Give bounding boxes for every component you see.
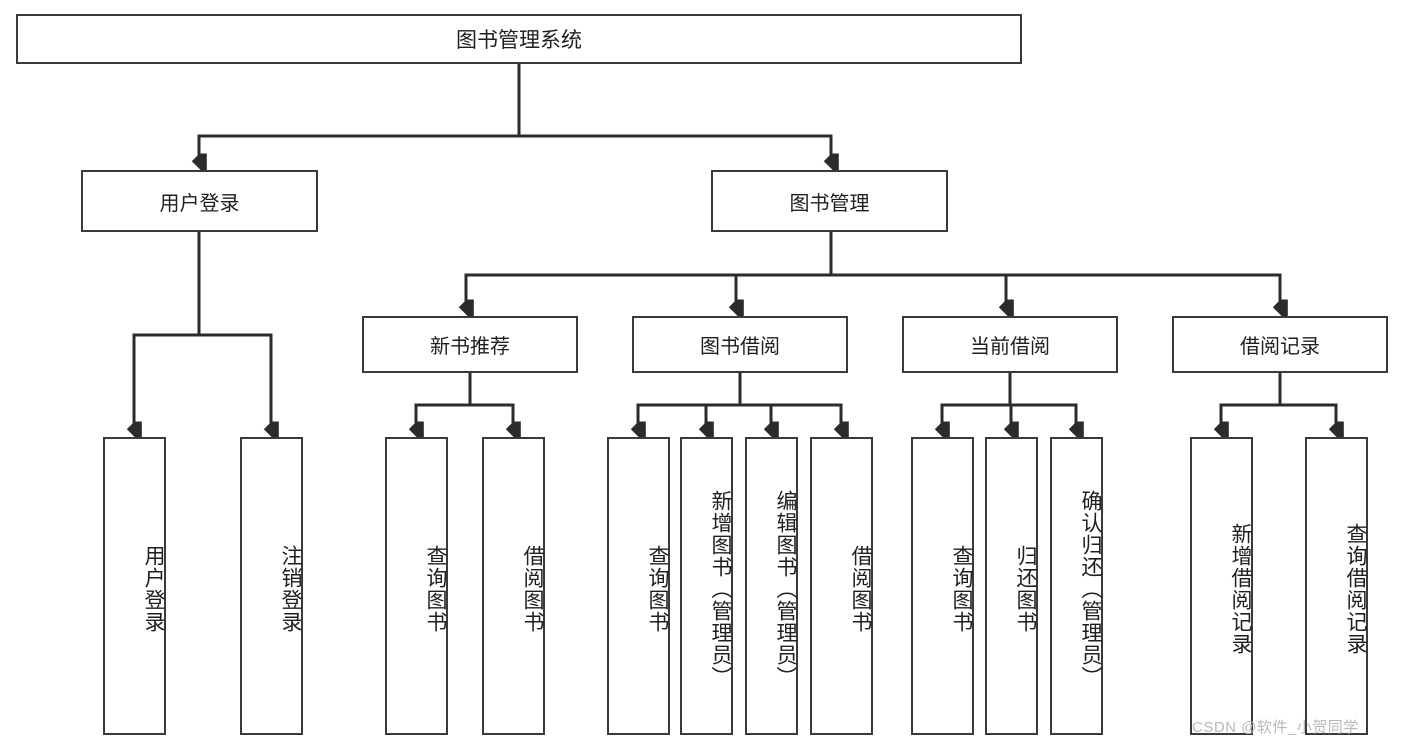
node-leaf-logout[interactable]: 注销登录: [240, 437, 303, 735]
node-leaf-query-book-2-label: 查询图书: [646, 545, 669, 633]
node-leaf-logout-label: 注销登录: [279, 545, 302, 633]
node-leaf-add-record-label: 新增借阅记录: [1229, 523, 1252, 655]
node-leaf-query-book-1[interactable]: 查询图书: [385, 437, 448, 735]
node-leaf-edit-book[interactable]: 编辑图书（管理员）: [745, 437, 798, 735]
node-user-login[interactable]: 用户登录: [81, 170, 318, 232]
node-leaf-query-book-3[interactable]: 查询图书: [911, 437, 974, 735]
csdn-watermark-text: CSDN @软件_小贺同学: [1192, 719, 1359, 736]
node-leaf-return-book[interactable]: 归还图书: [985, 437, 1038, 735]
node-current-borrow[interactable]: 当前借阅: [902, 316, 1118, 373]
node-leaf-return-book-label: 归还图书: [1014, 545, 1037, 633]
node-book-management[interactable]: 图书管理: [711, 170, 948, 232]
csdn-watermark: CSDN @软件_小贺同学: [1192, 716, 1359, 737]
node-leaf-confirm-return[interactable]: 确认归还（管理员）: [1050, 437, 1103, 735]
node-leaf-borrow-book-2[interactable]: 借阅图书: [810, 437, 873, 735]
node-book-borrow[interactable]: 图书借阅: [632, 316, 848, 373]
node-leaf-query-record[interactable]: 查询借阅记录: [1305, 437, 1368, 735]
node-new-book-recommend-label: 新书推荐: [430, 336, 510, 358]
node-book-management-label: 图书管理: [789, 192, 870, 215]
node-leaf-user-login-label: 用户登录: [142, 545, 165, 633]
node-leaf-user-login[interactable]: 用户登录: [103, 437, 166, 735]
node-leaf-edit-book-label: 编辑图书（管理员）: [774, 490, 797, 688]
node-leaf-borrow-book-2-label: 借阅图书: [849, 545, 872, 633]
node-leaf-query-record-label: 查询借阅记录: [1344, 523, 1367, 655]
node-leaf-add-book[interactable]: 新增图书（管理员）: [680, 437, 733, 735]
node-new-book-recommend[interactable]: 新书推荐: [362, 316, 578, 373]
node-root-label: 图书管理系统: [456, 29, 582, 52]
node-leaf-borrow-book-1[interactable]: 借阅图书: [482, 437, 545, 735]
node-borrow-record[interactable]: 借阅记录: [1172, 316, 1388, 373]
node-leaf-query-book-1-label: 查询图书: [424, 545, 447, 633]
node-user-login-label: 用户登录: [159, 192, 240, 215]
node-leaf-add-book-label: 新增图书（管理员）: [709, 490, 732, 688]
node-book-borrow-label: 图书借阅: [700, 336, 780, 358]
node-leaf-confirm-return-label: 确认归还（管理员）: [1079, 490, 1102, 688]
node-borrow-record-label: 借阅记录: [1240, 336, 1320, 358]
node-current-borrow-label: 当前借阅: [970, 336, 1050, 358]
node-leaf-query-book-2[interactable]: 查询图书: [607, 437, 670, 735]
node-leaf-borrow-book-1-label: 借阅图书: [521, 545, 544, 633]
node-leaf-query-book-3-label: 查询图书: [950, 545, 973, 633]
node-root[interactable]: 图书管理系统: [16, 14, 1022, 64]
node-leaf-add-record[interactable]: 新增借阅记录: [1190, 437, 1253, 735]
